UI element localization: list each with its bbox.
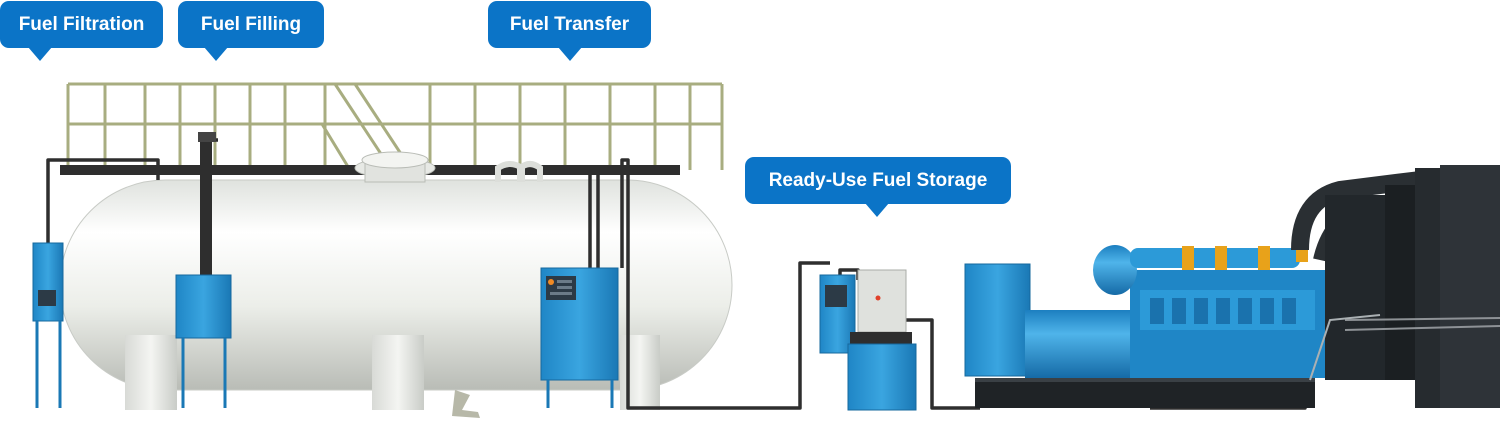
ready-use-fuel-storage-unit xyxy=(819,269,917,411)
fuel-filtration-unit xyxy=(32,242,64,408)
tank-railing xyxy=(66,82,724,171)
generator-set xyxy=(964,165,1500,408)
tank-saddles xyxy=(125,335,660,418)
fuel-transfer-callout: Fuel Transfer xyxy=(488,1,651,61)
fuel-filling-unit xyxy=(175,274,232,408)
fuel-transfer-unit xyxy=(540,267,619,408)
fuel-filling-callout: Fuel Filling xyxy=(178,1,324,61)
ready-use-fuel-storage-callout: Ready-Use Fuel Storage xyxy=(745,157,1011,217)
filling-pipe xyxy=(200,135,212,280)
fuel-filtration-callout: Fuel Filtration xyxy=(0,1,163,61)
filling-pipe-cap xyxy=(198,132,216,142)
